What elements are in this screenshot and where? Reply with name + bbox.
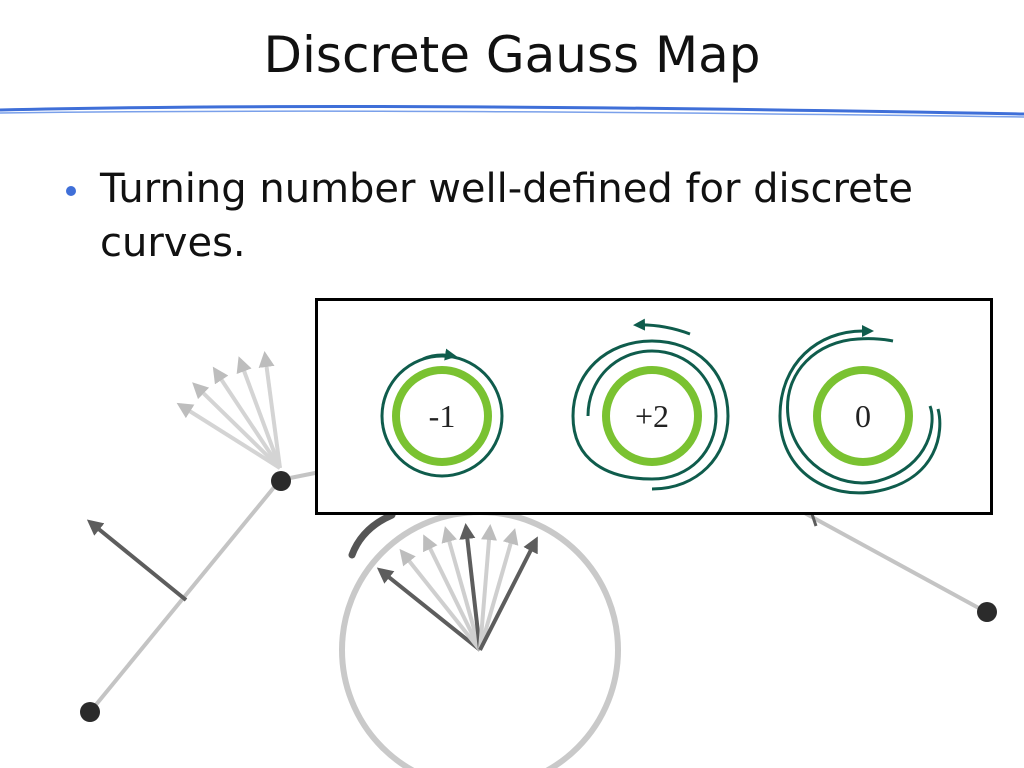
curve-vertex [271, 471, 291, 491]
bullet-marker [66, 186, 76, 196]
winding-label: -1 [429, 398, 456, 434]
title-underline [0, 105, 1024, 118]
gauss-normal-arrows [376, 523, 538, 652]
curve-vertex [977, 602, 997, 622]
curve-vertex [80, 702, 100, 722]
slide-title: Discrete Gauss Map [263, 26, 761, 84]
edge-normal-tick [810, 513, 818, 527]
bullet-text: Turning number well-defined for discrete… [100, 166, 913, 266]
winding-label: +2 [635, 398, 669, 434]
winding-examples: -1 +2 0 [380, 318, 942, 495]
winding-example-zero: 0 [778, 325, 942, 495]
gauss-arc [348, 511, 396, 559]
winding-example-plus-two: +2 [571, 318, 730, 491]
winding-examples-panel: -1 +2 0 [315, 298, 993, 515]
winding-example-minus-one: -1 [380, 348, 504, 478]
winding-label: 0 [855, 398, 871, 434]
edge-normal-arrow [86, 519, 188, 602]
vertex-normal-fan [176, 351, 282, 470]
